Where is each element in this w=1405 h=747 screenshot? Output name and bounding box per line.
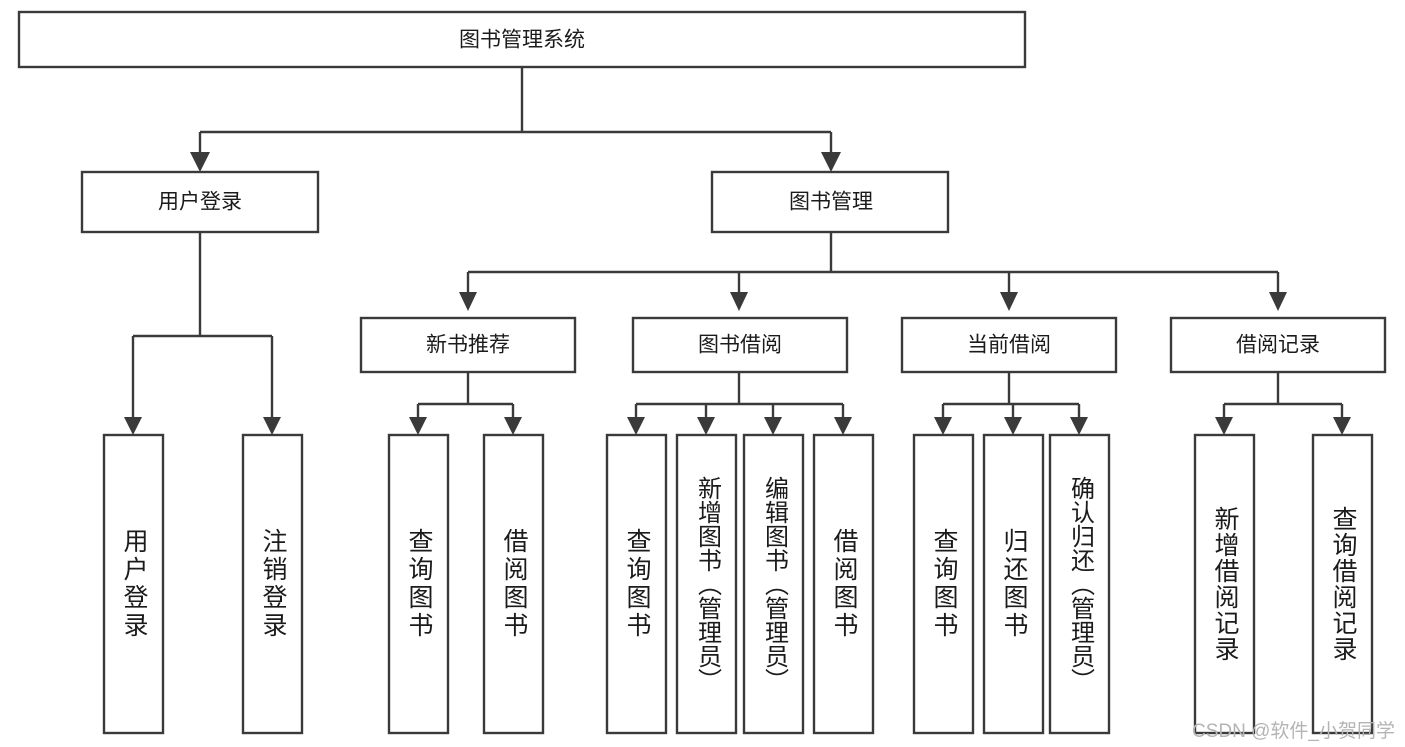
arrowhead-to-leaf-query-book-3	[934, 417, 952, 435]
csdn-watermark: CSDN @软件_小贺同学	[1192, 721, 1395, 742]
label-book-management: 图书管理	[789, 191, 873, 214]
node-leaf-query-book-3[interactable]	[912, 433, 975, 735]
node-user-login[interactable]	[80, 170, 320, 234]
arrowhead-to-bookborrow	[730, 292, 748, 311]
arrowhead-to-leaf-add-book	[697, 417, 715, 435]
node-labels: 图书管理系统 用户登录 图书管理 新书推荐 图书借阅 当前借阅 借阅记录	[158, 29, 1320, 357]
arrowhead-to-leaf-add-record	[1215, 417, 1233, 435]
node-leaf-borrow-book-2[interactable]	[812, 433, 875, 735]
arrowhead-to-leaf-query-book-2	[627, 417, 645, 435]
node-leaf-user-login[interactable]	[102, 433, 165, 735]
label-new-book-recommend: 新书推荐	[426, 334, 510, 357]
node-borrow-record[interactable]	[1169, 316, 1387, 374]
arrowhead-to-leaf-confirm-return	[1070, 417, 1088, 435]
node-leaf-confirm-return[interactable]	[1048, 433, 1111, 735]
node-leaf-add-book[interactable]	[675, 433, 738, 735]
arrowhead-to-bookmgmt	[821, 152, 841, 172]
arrowhead-to-borrowrecord	[1269, 292, 1287, 311]
node-leaf-add-record[interactable]	[1193, 433, 1256, 735]
label-current-borrow: 当前借阅	[967, 334, 1051, 357]
node-leaf-edit-book[interactable]	[742, 433, 805, 735]
node-root[interactable]	[17, 10, 1027, 69]
arrowhead-to-leaf-user-login	[124, 417, 142, 435]
connectors	[131, 67, 1344, 417]
arrowhead-to-leaf-query-book-1	[409, 417, 427, 435]
label-borrow-record: 借阅记录	[1236, 334, 1320, 357]
node-leaf-return-book[interactable]	[982, 433, 1045, 735]
arrowhead-to-userlogin	[190, 152, 210, 172]
arrowhead-to-leaf-user-logout	[263, 417, 281, 435]
node-book-management[interactable]	[710, 170, 950, 234]
arrowhead-to-leaf-borrow-book-2	[834, 417, 852, 435]
node-leaf-user-logout[interactable]	[241, 433, 304, 735]
label-root: 图书管理系统	[459, 29, 585, 52]
arrowhead-to-leaf-return-book	[1004, 417, 1022, 435]
node-current-borrow[interactable]	[900, 316, 1118, 374]
label-book-borrow: 图书借阅	[698, 334, 782, 357]
arrowheads	[124, 152, 1351, 435]
node-leaf-query-book-2[interactable]	[605, 433, 668, 735]
arrowhead-to-leaf-edit-book	[764, 417, 782, 435]
node-boxes	[17, 10, 1387, 735]
node-leaf-query-record[interactable]	[1311, 433, 1374, 735]
arrowhead-to-newbook	[459, 292, 477, 311]
node-leaf-borrow-book-1[interactable]	[482, 433, 545, 735]
label-user-login: 用户登录	[158, 191, 242, 214]
node-book-borrow[interactable]	[631, 316, 849, 374]
node-new-book-recommend[interactable]	[359, 316, 577, 374]
arrowhead-to-currentborrow	[1000, 292, 1018, 311]
arrowhead-to-leaf-query-record	[1333, 417, 1351, 435]
arrowhead-to-leaf-borrow-book-1	[504, 417, 522, 435]
node-leaf-query-book-1[interactable]	[387, 433, 450, 735]
